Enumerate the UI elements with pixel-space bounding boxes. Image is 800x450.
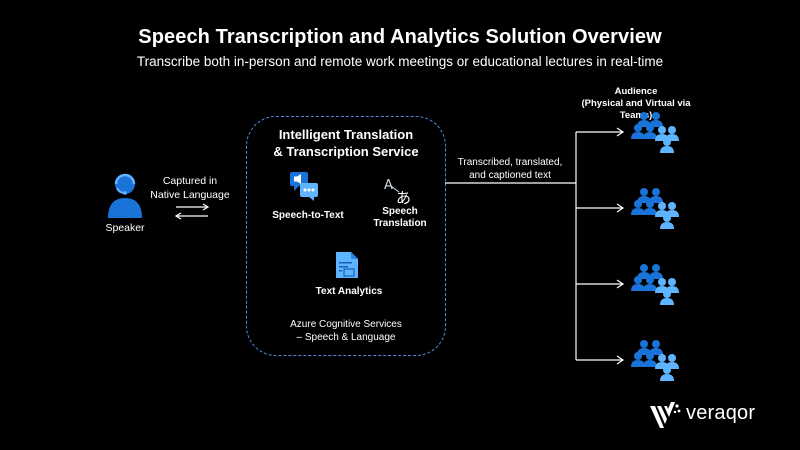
service-title-line1: Intelligent Translation — [278, 127, 414, 142]
speaker-headset-icon — [108, 173, 142, 218]
svg-text:あ: あ — [396, 189, 411, 206]
audience-heading-line2: (Physical and Virtual via Teams) — [581, 98, 691, 121]
brand-name: veraqor — [686, 402, 756, 424]
speech-to-text-label: Speech-to-Text — [272, 210, 344, 221]
audience-heading: Audience (Physical and Virtual via Teams… — [564, 86, 708, 122]
connector-branch-2 — [576, 203, 625, 213]
group-icon — [631, 112, 679, 153]
connector-branch-4 — [576, 355, 625, 365]
azure-provider-line1: Azure Cognitive Services — [290, 319, 402, 330]
connector-branch-1 — [576, 127, 625, 137]
speech-to-text-icon — [290, 172, 318, 201]
speech-translation-label-line2: Translation — [373, 218, 427, 229]
page-title: Speech Transcription and Analytics Solut… — [138, 26, 662, 48]
azure-provider-label: Azure Cognitive Services – Speech & Lang… — [266, 318, 426, 344]
capture-label-line1: Captured in — [162, 175, 218, 187]
output-label: Transcribed, translated, and captioned t… — [448, 156, 572, 182]
svg-text:A: A — [384, 178, 393, 193]
page-subtitle: Transcribe both in-person and remote wor… — [136, 54, 664, 69]
bidirectional-arrows-icon — [174, 203, 210, 220]
group-icon — [631, 188, 679, 229]
service-container — [246, 116, 446, 356]
capture-label-line2: Native Language — [150, 189, 230, 201]
connector-branch-3 — [576, 279, 625, 289]
audience-heading-line1: Audience — [614, 86, 658, 97]
speaker-label: Speaker — [105, 222, 145, 234]
speech-translation-label-line1: Speech — [382, 206, 418, 217]
capture-link-label: Captured in Native Language — [140, 174, 240, 202]
service-title: Intelligent Translation & Transcription … — [246, 126, 446, 160]
group-icon — [631, 264, 679, 305]
output-label-line1: Transcribed, translated, — [457, 157, 563, 168]
output-label-line2: and captioned text — [469, 170, 551, 181]
service-title-line2: & Transcription Service — [273, 144, 419, 159]
text-analytics-icon — [336, 252, 358, 278]
text-analytics-label: Text Analytics — [315, 286, 383, 297]
azure-provider-line2: – Speech & Language — [296, 332, 396, 343]
speech-translation-label: Speech Translation — [370, 206, 430, 230]
speech-translation-icon: A あ — [384, 178, 411, 206]
veraqor-logo-icon — [650, 402, 681, 428]
group-icon — [631, 340, 679, 381]
distribution-connector — [445, 127, 625, 365]
